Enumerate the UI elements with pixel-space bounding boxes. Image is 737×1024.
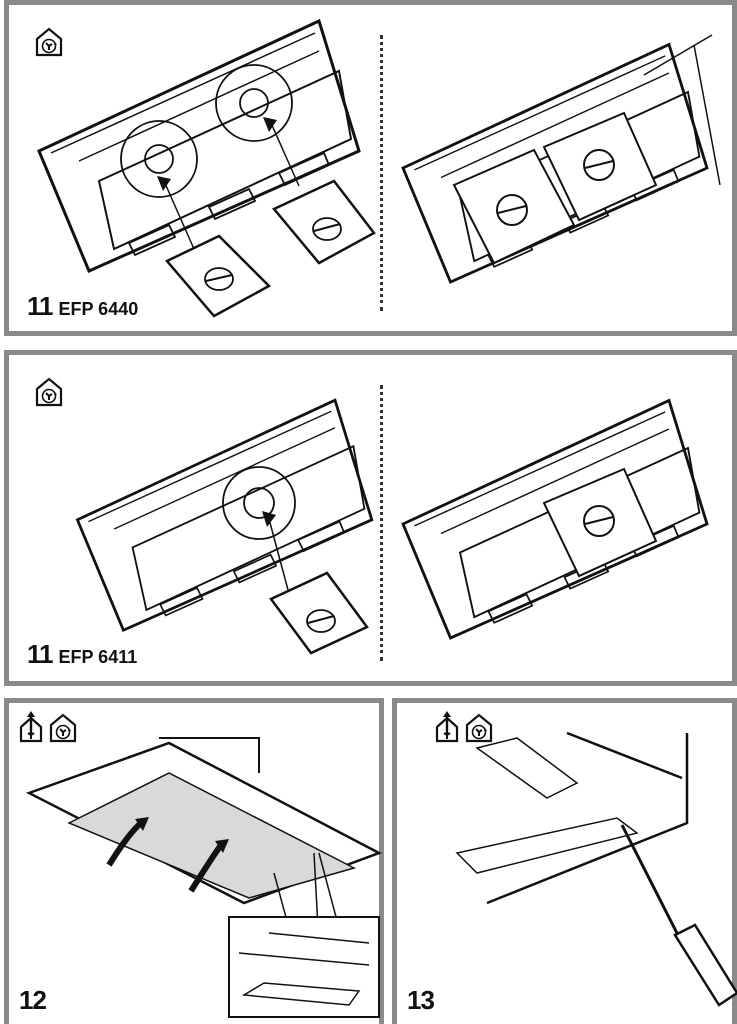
model-name: EFP 6440 <box>58 299 139 319</box>
detail-inset <box>228 916 380 1018</box>
hood-underside-grease-filter-illustration <box>25 737 383 1018</box>
figure-12-panel: 12 <box>4 698 384 1024</box>
figure-number: 11 <box>27 639 53 669</box>
figure-13-panel: 13 <box>392 698 737 1024</box>
step-divider <box>380 35 383 311</box>
figure-number: 11 <box>27 291 53 321</box>
model-name: EFP 6411 <box>58 647 138 667</box>
hood-illustration-filter-installed <box>401 399 709 640</box>
hood-illustration-filters-installed <box>401 34 721 284</box>
screwdriver-filter-release-illustration <box>455 731 737 1007</box>
step-divider <box>380 385 383 661</box>
figure-number: 12 <box>19 985 47 1015</box>
grease-filter <box>67 772 357 899</box>
charcoal-filter <box>272 179 376 265</box>
charcoal-filter <box>269 571 369 655</box>
screwdriver <box>620 824 737 1007</box>
charcoal-filter <box>164 234 272 318</box>
hood-illustration-filters-removed <box>37 19 376 318</box>
figure-number: 13 <box>407 985 435 1015</box>
hood-illustration-filter-removed <box>76 398 374 655</box>
